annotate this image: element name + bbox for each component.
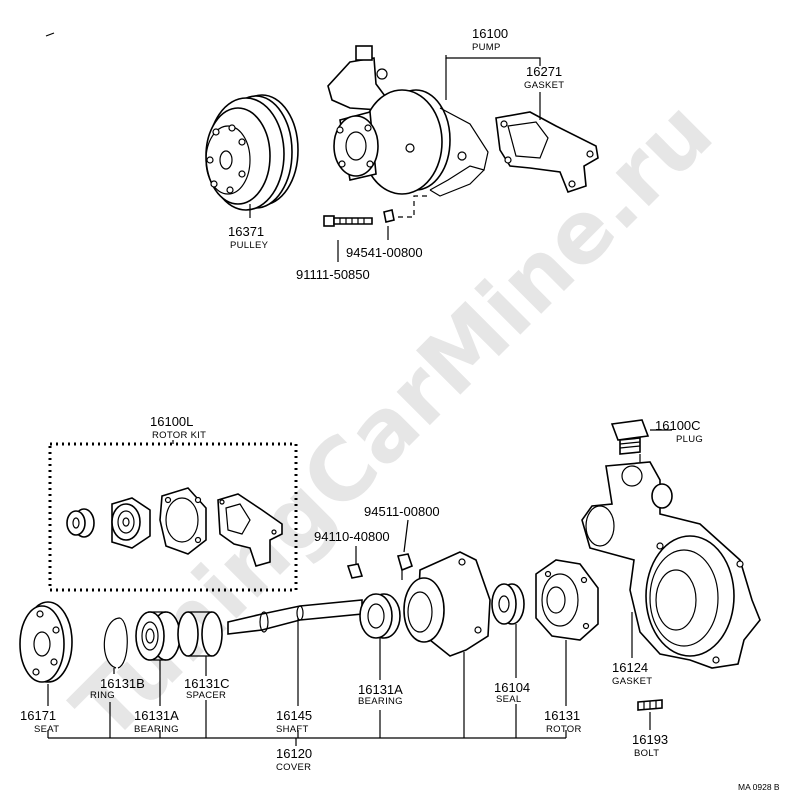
spacer-part [177,611,223,657]
gasket-right-name: GASKET [612,676,652,687]
bolt-right-part [637,699,663,711]
rotor-kit-box [48,442,298,592]
nut-top-number: 94541-00800 [346,245,423,260]
plug-part [610,419,650,455]
bolt-right-number: 16193 [632,732,668,747]
nut-b-part [346,563,364,579]
kit-gasket-part [159,487,207,555]
plug-number: 16100C [655,418,701,433]
pump-number: 16100 [472,26,508,41]
bolt-top-number: 91111-50850 [296,267,370,282]
bearing-left-name: BEARING [134,724,179,735]
rotor-number: 16131 [544,708,580,723]
cover-name: COVER [276,762,311,773]
housing-right-part [581,461,761,669]
gasket-top-part [495,111,599,193]
kit-seal-part [66,508,95,538]
ring-part [103,617,128,669]
bearing-left-part [135,611,181,661]
ring-number: 16131B [100,676,145,691]
gasket-right-number: 16124 [612,660,648,675]
rotor-kit-number: 16100L [150,414,193,429]
pump-part [327,45,489,197]
kit-gasket2-part [217,493,283,567]
rotor-kit-name: ROTOR KIT [152,430,206,441]
gasket-top-name: GASKET [524,80,564,91]
nut-a-number: 94511-00800 [364,504,440,519]
pump-name: PUMP [472,42,501,53]
bearing-left-number: 16131A [134,708,179,723]
nut-top-part [383,209,395,223]
nut-b-number: 94110-40800 [314,529,390,544]
rotor-name: ROTOR [546,724,582,735]
spacer-number: 16131C [184,676,230,691]
cover-number: 16120 [276,746,312,761]
figure-code: MA 0928 B [738,782,780,792]
pulley-part [205,94,299,211]
bearing-mid-name: BEARING [358,696,403,707]
seal-part [491,583,525,625]
bearing-mid-part [359,593,401,639]
pulley-name: PULLEY [230,240,269,251]
bolt-right-name: BOLT [634,748,659,759]
seat-number: 16171 [20,708,56,723]
pump-leader [445,55,541,66]
shaft-number: 16145 [276,708,312,723]
spacer-name: SPACER [186,690,226,701]
seal-number: 16104 [494,680,530,695]
seat-name: SEAT [34,724,59,735]
pulley-number: 16371 [228,224,264,239]
bearing-mid-number: 16131A [358,682,403,697]
nut-a-leader [403,519,409,553]
ring-name: RING [90,690,115,701]
fastener-path-line [398,195,430,218]
rotor-part [535,559,599,641]
bolt-top-part [323,215,373,227]
corner-mark [45,32,55,37]
seat-part [19,601,73,683]
cover-part [403,551,491,657]
kit-rotor-part [111,497,151,549]
seal-name: SEAL [496,694,522,705]
plug-name: PLUG [676,434,703,445]
nut-a-part [396,553,413,572]
shaft-name: SHAFT [276,724,309,735]
gasket-top-number: 16271 [526,64,562,79]
